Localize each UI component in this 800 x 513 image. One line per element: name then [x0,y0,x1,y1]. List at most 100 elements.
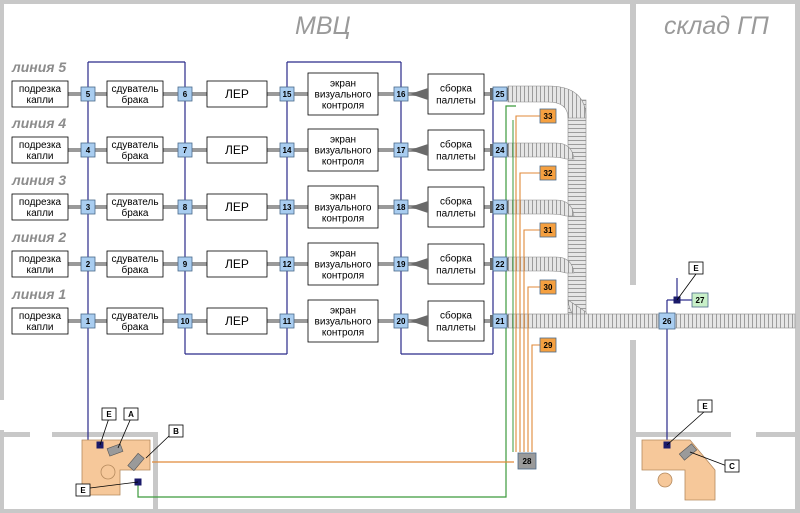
station-blower [106,136,164,164]
node-29: 29 [539,337,557,353]
tag-a: A [123,407,139,421]
station-pallet [427,129,485,171]
node-7: 7 [177,142,193,158]
node-26: 26 [658,312,676,330]
station-ler-label: ЛЕР [225,200,249,214]
conveyor-curve-top [507,85,587,119]
station-visual-screen [307,299,379,343]
node-7-label: 7 [183,146,188,155]
node-20: 20 [393,313,409,329]
node-33-label: 33 [544,112,553,121]
node-24: 24 [492,142,508,158]
station-blower [106,80,164,108]
line-label: линия 4 [11,115,66,131]
node-6-label: 6 [183,90,188,99]
line-label: линия 5 [11,59,66,75]
node-20-label: 20 [397,317,406,326]
node-28-label: 28 [523,457,532,466]
node-11: 11 [279,313,295,329]
node-9: 9 [177,256,193,272]
node-15: 15 [279,86,295,102]
node-31-label: 31 [544,226,553,235]
node-9-label: 9 [183,260,188,269]
right-workstation-c [678,443,698,461]
node-3: 3 [80,199,96,215]
node-26-label: 26 [663,317,672,326]
station-ler-label: ЛЕР [225,257,249,271]
node-5-label: 5 [86,90,91,99]
node-10-label: 10 [181,317,190,326]
node-24-label: 24 [496,146,505,155]
node-1-label: 1 [86,317,91,326]
node-10: 10 [177,313,193,329]
tag-e-right-office: E [697,399,713,413]
node-17-label: 17 [397,146,406,155]
node-16: 16 [393,86,409,102]
conveyor-system [507,85,796,329]
tag-a-label: A [128,410,134,419]
node-6: 6 [177,86,193,102]
network-orange-green [137,105,540,498]
tag-c-label: C [729,462,735,471]
right-office-desk [641,439,716,501]
node-22: 22 [492,256,508,272]
network-blue [87,61,692,446]
station-pallet [427,300,485,342]
node-19: 19 [393,256,409,272]
offices [81,439,716,501]
node-33: 33 [539,108,557,124]
tag-e-left-top-label: E [106,410,112,419]
node-21-label: 21 [496,317,505,326]
node-22-label: 22 [496,260,505,269]
left-office-chair [100,464,116,480]
station-ler-label: ЛЕР [225,87,249,101]
node-14: 14 [279,142,295,158]
node-27-label: 27 [696,296,705,305]
node-27: 27 [691,292,709,308]
node-2: 2 [80,256,96,272]
station-cut [11,307,69,335]
station-visual-screen [307,72,379,116]
conveyor-branch-4 [507,256,575,274]
node-23-label: 23 [496,203,505,212]
right-office-chair [657,472,673,488]
station-ler [206,307,268,335]
node-25-label: 25 [496,90,505,99]
station-visual-screen [307,128,379,172]
station-ler-label: ЛЕР [225,143,249,157]
station-blower [106,193,164,221]
node-2-label: 2 [86,260,91,269]
station-cut [11,250,69,278]
node-23: 23 [492,199,508,215]
main-zone-title: МВЦ [295,12,351,40]
left-workstation-a [106,443,124,457]
node-18: 18 [393,199,409,215]
node-25: 25 [492,86,508,102]
station-blower [106,307,164,335]
node-11-label: 11 [283,317,292,326]
conveyor-warehouse [674,313,796,329]
tag-e-left-top: E [101,407,117,421]
station-pallet [427,73,485,115]
node-5: 5 [80,86,96,102]
node-13-label: 13 [283,203,292,212]
tag-e-right-office-label: E [702,402,708,411]
node-18-label: 18 [397,203,406,212]
